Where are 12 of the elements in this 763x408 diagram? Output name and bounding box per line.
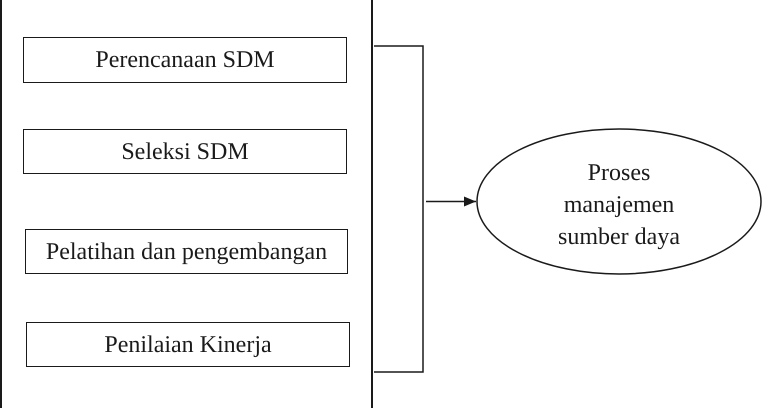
node-label: Seleksi SDM [121, 138, 249, 166]
process-box [25, 229, 348, 274]
node-label: Pelatihan dan pengembangan [46, 238, 328, 266]
bracket-arrow [373, 45, 477, 373]
process-ellipse [476, 128, 762, 275]
process-box [23, 129, 347, 174]
group-frame [0, 0, 373, 408]
process-box [23, 37, 347, 83]
node-label: Proses manajemen sumber daya [557, 158, 681, 252]
process-box [26, 322, 350, 367]
node-label: Penilaian Kinerja [104, 330, 272, 358]
node-label: Perencanaan SDM [95, 46, 275, 74]
